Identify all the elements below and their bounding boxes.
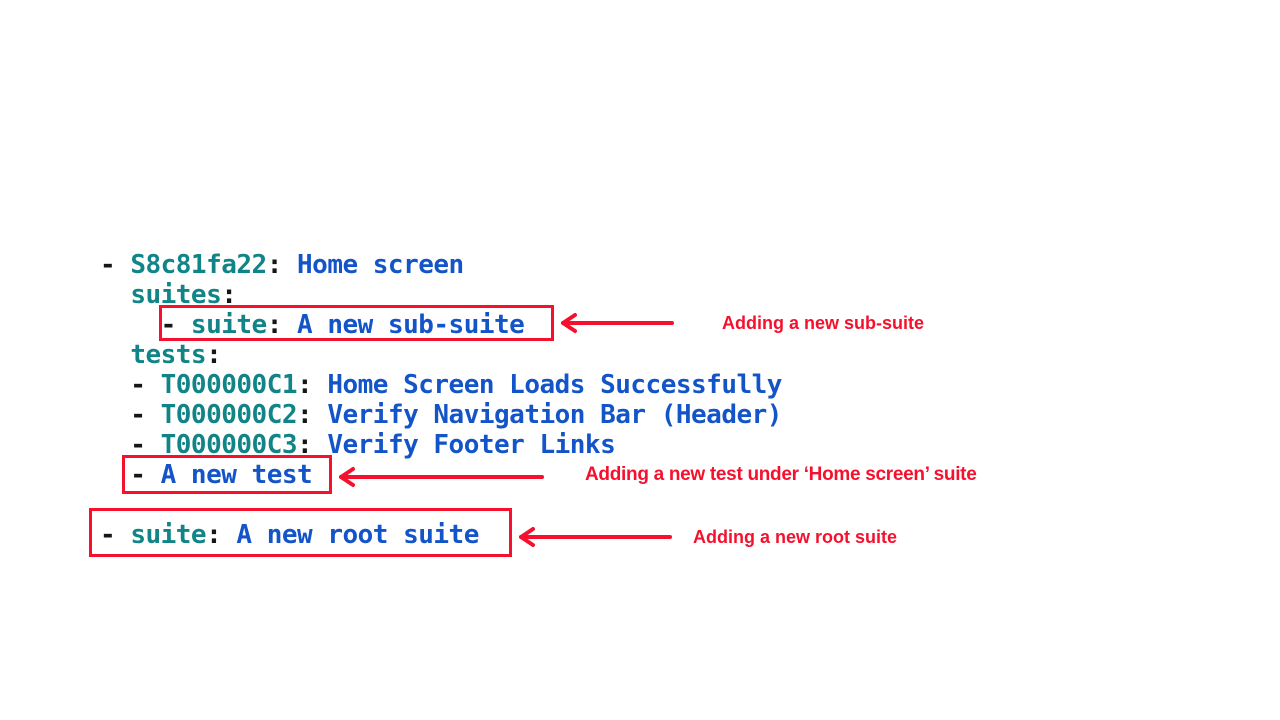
yaml-key: S8c81fa22	[130, 250, 267, 280]
yaml-key: tests	[130, 340, 207, 370]
yaml-punctuation: :	[266, 310, 298, 340]
code-line-10: - suite: A new root suite	[100, 520, 782, 550]
yaml-key: suite	[130, 520, 207, 550]
yaml-value: Home screen	[297, 250, 464, 280]
yaml-punctuation: -	[100, 460, 161, 490]
yaml-key: suite	[190, 310, 267, 340]
yaml-punctuation: :	[206, 340, 222, 370]
yaml-punctuation: -	[100, 310, 191, 340]
yaml-punctuation: -	[100, 520, 131, 550]
yaml-punctuation: -	[100, 400, 161, 430]
yaml-punctuation: :	[266, 250, 298, 280]
code-line-5: - T000000C1: Home Screen Loads Successfu…	[100, 370, 782, 400]
yaml-punctuation: :	[297, 430, 328, 460]
highlight-box-root-suite	[89, 508, 512, 557]
yaml-punctuation	[100, 340, 130, 370]
left-arrow-icon	[561, 313, 674, 333]
annotation-sub-suite: Adding a new sub-suite	[722, 313, 925, 333]
yaml-value: A new test	[160, 460, 313, 490]
code-line-4: tests:	[100, 340, 782, 370]
left-arrow-icon	[519, 527, 672, 547]
yaml-value: Verify Navigation Bar (Header)	[327, 400, 782, 430]
code-line-3: - suite: A new sub-suite	[100, 310, 782, 340]
yaml-punctuation: -	[100, 370, 161, 400]
yaml-code-block: - S8c81fa22: Home screen suites: - suite…	[100, 250, 782, 550]
code-line-6: - T000000C2: Verify Navigation Bar (Head…	[100, 400, 782, 430]
yaml-punctuation: :	[297, 400, 328, 430]
yaml-punctuation: :	[297, 370, 328, 400]
yaml-value: A new root suite	[236, 520, 479, 550]
left-arrow-icon	[339, 467, 544, 487]
yaml-key: T000000C1	[160, 370, 298, 400]
yaml-value: Home Screen Loads Successfully	[327, 370, 782, 400]
code-line-8: - A new test	[100, 460, 782, 490]
yaml-punctuation	[100, 280, 130, 310]
yaml-punctuation: -	[100, 430, 161, 460]
yaml-value: Verify Footer Links	[327, 430, 616, 460]
yaml-punctuation: :	[206, 520, 237, 550]
yaml-punctuation: -	[100, 250, 131, 280]
highlight-box-new-test	[122, 455, 332, 494]
yaml-key: T000000C2	[160, 400, 298, 430]
yaml-value: A new sub-suite	[297, 310, 525, 340]
annotation-root-suite: Adding a new root suite	[693, 527, 898, 547]
highlight-box-sub-suite	[159, 305, 554, 341]
annotation-new-test: Adding a new test under ‘Home screen’ su…	[585, 464, 977, 485]
yaml-punctuation: :	[221, 280, 237, 310]
code-line-1: - S8c81fa22: Home screen	[100, 250, 782, 280]
